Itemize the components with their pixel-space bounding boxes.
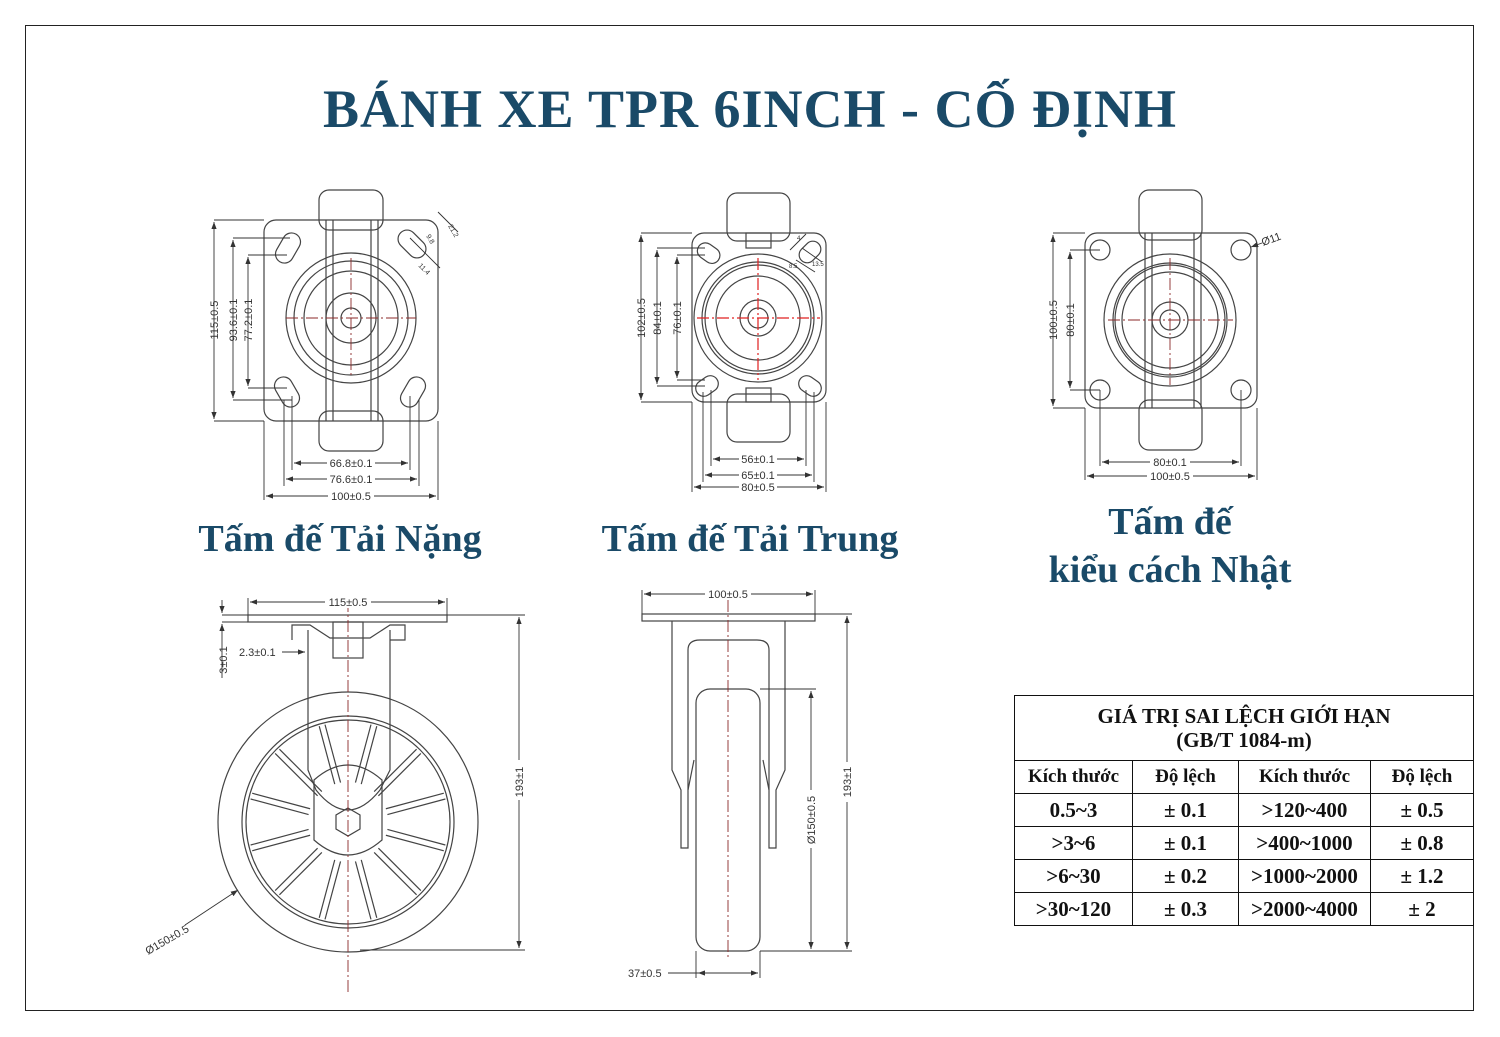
dim-japanese-hole-v: 80±0.1: [1065, 303, 1077, 337]
table-cell: >1000~2000: [1238, 859, 1371, 893]
dim-side-plate-width: 100±0.5: [708, 589, 748, 601]
table-cell: >6~30: [1014, 859, 1133, 893]
wheel-spoke: [318, 859, 336, 918]
dim-front-fork-thickness: 2.3±0.1: [239, 647, 276, 659]
caption-heavy: Tấm đế Tải Nặng: [198, 518, 482, 560]
column-header: Kích thước: [1014, 760, 1133, 794]
table-cell: >2000~4000: [1238, 892, 1371, 926]
wheel-spoke: [324, 861, 342, 920]
dim-front-plate-thickness: 3±0.1: [218, 646, 230, 673]
dim-side-wheel-width: 37±0.5: [628, 968, 662, 980]
tolerance-table: GIÁ TRỊ SAI LỆCH GIỚI HẠN (GB/T 1084-m) …: [1014, 695, 1474, 926]
wheel-spoke: [278, 851, 323, 896]
table-row: >3~6± 0.1>400~1000± 0.8: [1014, 826, 1474, 860]
dim-side-total-height: 193±1: [842, 767, 854, 798]
wheel-spoke: [377, 847, 422, 892]
caption-japanese: Tấm đế kiểu cách Nhật: [1000, 498, 1340, 594]
caption-medium: Tấm đế Tải Trung: [601, 518, 899, 560]
dim-heavy-hole-h-inner: 66.8±0.1: [330, 458, 373, 470]
dim-side-wheel-dia: Ø150±0.5: [806, 796, 818, 844]
table-cell: >120~400: [1238, 793, 1371, 827]
dim-medium-slot-a: 4: [797, 236, 801, 242]
wheel-spoke: [385, 834, 444, 852]
wheel-spoke: [252, 834, 311, 852]
dim-medium-width: 80±0.5: [741, 482, 775, 494]
dim-heavy-hole-v-outer: 93.6±0.1: [228, 299, 240, 342]
dim-japanese-hole-dia: Ø11: [1260, 231, 1283, 249]
wheel-spoke: [387, 828, 446, 846]
table-cell: ± 0.5: [1370, 793, 1474, 827]
table-cell: ± 0.8: [1370, 826, 1474, 860]
dim-front-wheel-dia: Ø150±0.5: [144, 923, 192, 958]
heavy-plate-drawing: 66.8±0.1 76.6±0.1 100±0.5 115±0.5 93.6±0…: [209, 189, 459, 503]
table-row: >30~120± 0.3>2000~4000± 2: [1014, 892, 1474, 926]
dim-front-total-height: 193±1: [514, 767, 526, 798]
dim-heavy-hole-h-outer: 76.6±0.1: [330, 474, 373, 486]
wheel-spoke: [274, 847, 319, 892]
wheel-spoke: [387, 798, 446, 816]
dim-medium-slot-c: 13.5: [812, 262, 824, 268]
dim-medium-slot-b: 8.5: [789, 264, 798, 270]
table-cell: ± 1.2: [1370, 859, 1474, 893]
tolerance-table-title: GIÁ TRỊ SAI LỆCH GIỚI HẠN (GB/T 1084-m): [1014, 695, 1474, 761]
table-title: GIÁ TRỊ SAI LỆCH GIỚI HẠN: [1097, 704, 1391, 728]
table-cell: ± 0.2: [1132, 859, 1239, 893]
dim-japanese-hole-h: 80±0.1: [1153, 457, 1187, 469]
table-cell: >400~1000: [1238, 826, 1371, 860]
dim-heavy-height: 115±0.5: [209, 301, 221, 340]
dim-heavy-slot-length: 21.2: [446, 224, 459, 239]
sheet-border: [25, 25, 1474, 1011]
wheel-spoke: [250, 828, 309, 846]
dim-heavy-slot-width: 9.8: [424, 234, 435, 246]
japanese-plate-drawing: 80±0.1 100±0.5 100±0.5 80±0.1 Ø11: [1048, 189, 1283, 483]
wheel-spoke: [354, 724, 372, 783]
wheel-spoke: [324, 724, 342, 783]
dim-japanese-width: 100±0.5: [1150, 471, 1190, 483]
column-header: Độ lệch: [1132, 760, 1239, 794]
wheel-spoke: [360, 726, 378, 785]
wheel-spoke: [354, 861, 372, 920]
table-row: 0.5~3± 0.1>120~400± 0.5: [1014, 793, 1474, 827]
medium-plate-drawing: 56±0.1 65±0.1 80±0.5 102±0.5 84±0.1 76±0…: [636, 192, 827, 494]
table-cell: ± 0.1: [1132, 793, 1239, 827]
wheel-spoke: [373, 748, 418, 793]
dim-medium-hole-h-outer: 65±0.1: [741, 470, 775, 482]
table-cell: >30~120: [1014, 892, 1133, 926]
wheel-spoke: [360, 859, 378, 918]
caption-japanese-line1: Tấm đế: [1108, 501, 1232, 543]
dim-japanese-height: 100±0.5: [1048, 300, 1060, 340]
table-cell: ± 0.3: [1132, 892, 1239, 926]
front-view-drawing: 115±0.5 3±0.1 2.3±0.1 193±1 Ø150±0.5: [144, 595, 526, 995]
dim-heavy-hole-v-inner: 77.2±0.1: [243, 299, 255, 342]
table-subtitle: (GB/T 1084-m): [1176, 728, 1312, 752]
dim-medium-hole-v-inner: 76±0.1: [672, 301, 684, 335]
table-cell: ± 0.1: [1132, 826, 1239, 860]
wheel-spoke: [250, 798, 309, 816]
wheel-spoke: [252, 792, 311, 810]
dim-medium-hole-h-inner: 56±0.1: [741, 454, 775, 466]
column-header: Kích thước: [1238, 760, 1371, 794]
dim-front-plate-width: 115±0.5: [329, 597, 368, 609]
column-header: Độ lệch: [1370, 760, 1474, 794]
table-cell: 0.5~3: [1014, 793, 1133, 827]
page-title: BÁNH XE TPR 6INCH - CỐ ĐỊNH: [322, 79, 1178, 139]
wheel-spoke: [278, 748, 323, 793]
dim-medium-height: 102±0.5: [636, 298, 648, 338]
wheel-spoke: [385, 792, 444, 810]
wheel-spoke: [373, 851, 418, 896]
dim-heavy-slot-offset: 11.4: [417, 262, 431, 276]
table-row: >6~30± 0.2>1000~2000± 1.2: [1014, 859, 1474, 893]
side-view-drawing: 100±0.5 193±1 Ø150±0.5 37±0.5: [628, 588, 854, 980]
wheel-spoke: [318, 726, 336, 785]
table-cell: >3~6: [1014, 826, 1133, 860]
wheel-spoke: [274, 752, 319, 797]
dim-medium-hole-v-outer: 84±0.1: [652, 301, 664, 335]
wheel-spoke: [377, 752, 422, 797]
table-cell: ± 2: [1370, 892, 1474, 926]
dim-heavy-width: 100±0.5: [331, 491, 371, 503]
caption-japanese-line2: kiểu cách Nhật: [1048, 549, 1292, 591]
